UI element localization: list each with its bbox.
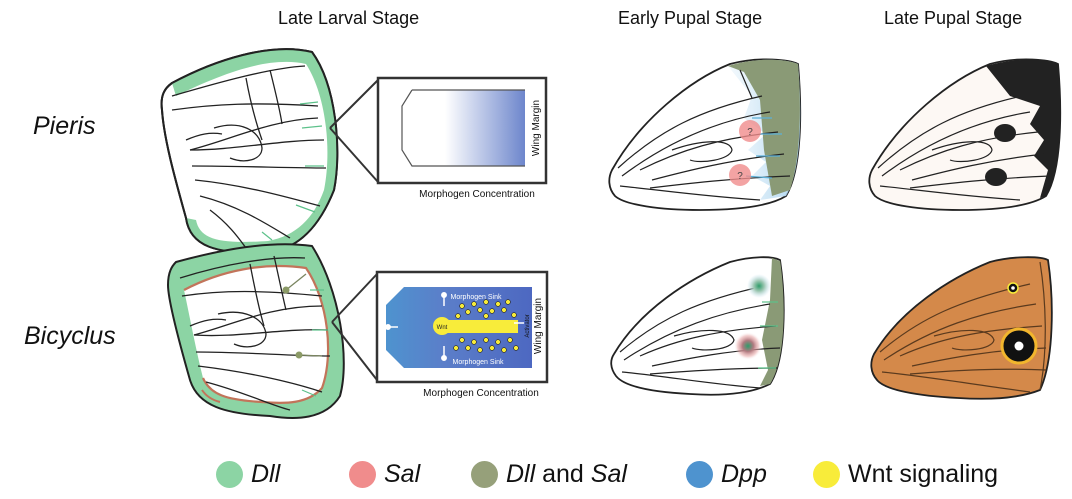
sal-unknown-marker-1: ? <box>747 127 753 138</box>
legend-label-dll-2: Dll <box>506 459 536 488</box>
legend: Dll Sal Dll and Sal Dpp Wnt signaling <box>0 456 1072 492</box>
morphogen-sink-top-label: Morphogen Sink <box>451 294 502 301</box>
legend-label-dll: Dll <box>251 459 281 488</box>
legend-swatch-dll-and-sal <box>471 460 498 488</box>
column-title-early-pupal: Early Pupal Stage <box>618 8 763 28</box>
wnt-label: Wnt <box>437 325 448 331</box>
column-title-late-larval: Late Larval Stage <box>278 8 420 28</box>
row-label-pieris: Pieris <box>33 112 96 140</box>
legend-swatch-sal <box>349 460 376 488</box>
pieris-morphogen-axis-label: Morphogen Concentration <box>419 189 535 200</box>
legend-item-wnt: Wnt signaling <box>813 456 998 492</box>
bicyclus-callout <box>331 270 549 384</box>
morphogen-sink-bottom-label: Morphogen Sink <box>453 359 504 366</box>
legend-swatch-dll <box>216 460 243 488</box>
pieris-early-pupal-wing <box>608 58 802 211</box>
legend-label-wnt: Wnt signaling <box>848 459 999 488</box>
legend-swatch-dpp <box>686 460 713 488</box>
bicyclus-larval-wing <box>166 243 345 419</box>
legend-item-sal: Sal <box>349 456 420 492</box>
legend-item-dll-and-sal: Dll and Sal <box>471 456 627 492</box>
legend-item-dll: Dll <box>216 456 280 492</box>
bicyclus-late-pupal-wing <box>870 256 1053 400</box>
figure-canvas: Wing Margin Morphogen Concentration <box>160 48 1062 419</box>
legend-label-and: and <box>535 459 591 488</box>
legend-label-sal: Sal <box>384 459 421 488</box>
legend-item-dpp: Dpp <box>686 456 767 492</box>
activator-label: Activator <box>525 314 531 337</box>
legend-swatch-wnt <box>813 460 840 488</box>
pieris-wing-margin-label: Wing Margin <box>531 100 542 156</box>
legend-label-dpp: Dpp <box>721 459 767 488</box>
column-title-late-pupal: Late Pupal Stage <box>884 8 1023 28</box>
pieris-late-pupal-wing <box>868 58 1062 211</box>
activator-dots <box>453 299 519 353</box>
legend-label-sal-2: Sal <box>590 459 627 488</box>
bicyclus-early-pupal-wing <box>610 256 785 396</box>
pieris-larval-wing <box>160 48 339 254</box>
bicyclus-morphogen-axis-label: Morphogen Concentration <box>423 388 539 399</box>
sal-unknown-marker-2: ? <box>737 171 743 182</box>
bicyclus-wing-margin-label: Wing Margin <box>533 298 544 354</box>
row-label-bicyclus: Bicyclus <box>24 322 116 350</box>
pieris-callout <box>329 76 548 185</box>
